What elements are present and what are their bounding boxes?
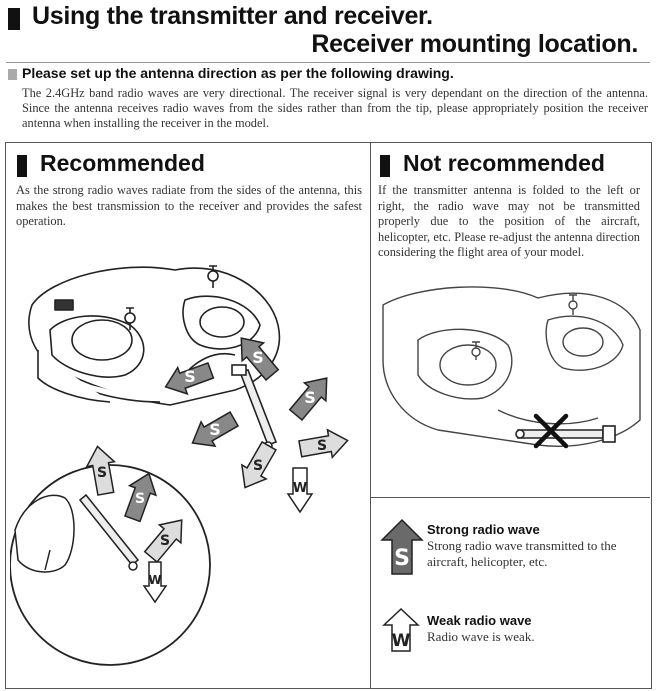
page-subtitle: Receiver mounting location.	[311, 30, 638, 59]
svg-text:S: S	[253, 458, 263, 474]
svg-text:S: S	[184, 367, 196, 386]
svg-text:W: W	[148, 573, 161, 587]
recommended-marker	[17, 155, 27, 177]
svg-text:S: S	[394, 546, 410, 571]
not-recommended-text: If the transmitter antenna is folded to …	[378, 183, 640, 261]
weak-wave-title: Weak radio wave	[427, 613, 532, 628]
svg-text:S: S	[97, 465, 107, 481]
svg-text:W: W	[392, 631, 411, 651]
transmitter-illustration: S S S S S S W S S S W	[10, 230, 368, 685]
svg-text:S: S	[304, 388, 316, 407]
weak-wave-text: Radio wave is weak.	[427, 629, 649, 645]
subheading-marker	[8, 69, 17, 80]
recommended-text: As the strong radio waves radiate from t…	[16, 183, 362, 230]
svg-text:S: S	[209, 420, 221, 439]
page-title: Using the transmitter and receiver.	[32, 2, 433, 31]
intro-heading: Please set up the antenna direction as p…	[22, 65, 454, 81]
title-bar-marker	[8, 8, 20, 30]
weak-wave-arrow-icon: W	[382, 607, 420, 653]
strong-wave-text: Strong radio wave transmitted to the air…	[427, 538, 649, 569]
strong-wave-arrow-icon: S	[380, 518, 424, 576]
intro-paragraph: The 2.4GHz band radio waves are very dir…	[22, 86, 648, 131]
svg-text:S: S	[252, 348, 264, 367]
not-recommended-illustration	[378, 280, 644, 492]
not-recommended-marker	[380, 155, 390, 177]
recommended-title: Recommended	[40, 150, 205, 177]
svg-text:S: S	[160, 533, 170, 549]
svg-text:S: S	[135, 491, 145, 507]
svg-text:W: W	[293, 481, 307, 496]
strong-wave-title: Strong radio wave	[427, 522, 540, 537]
panel-divider-vertical	[370, 142, 371, 688]
svg-text:S: S	[317, 438, 327, 454]
panel-divider-horizontal	[370, 497, 650, 498]
header-rule	[6, 62, 650, 63]
not-recommended-title: Not recommended	[403, 150, 605, 177]
